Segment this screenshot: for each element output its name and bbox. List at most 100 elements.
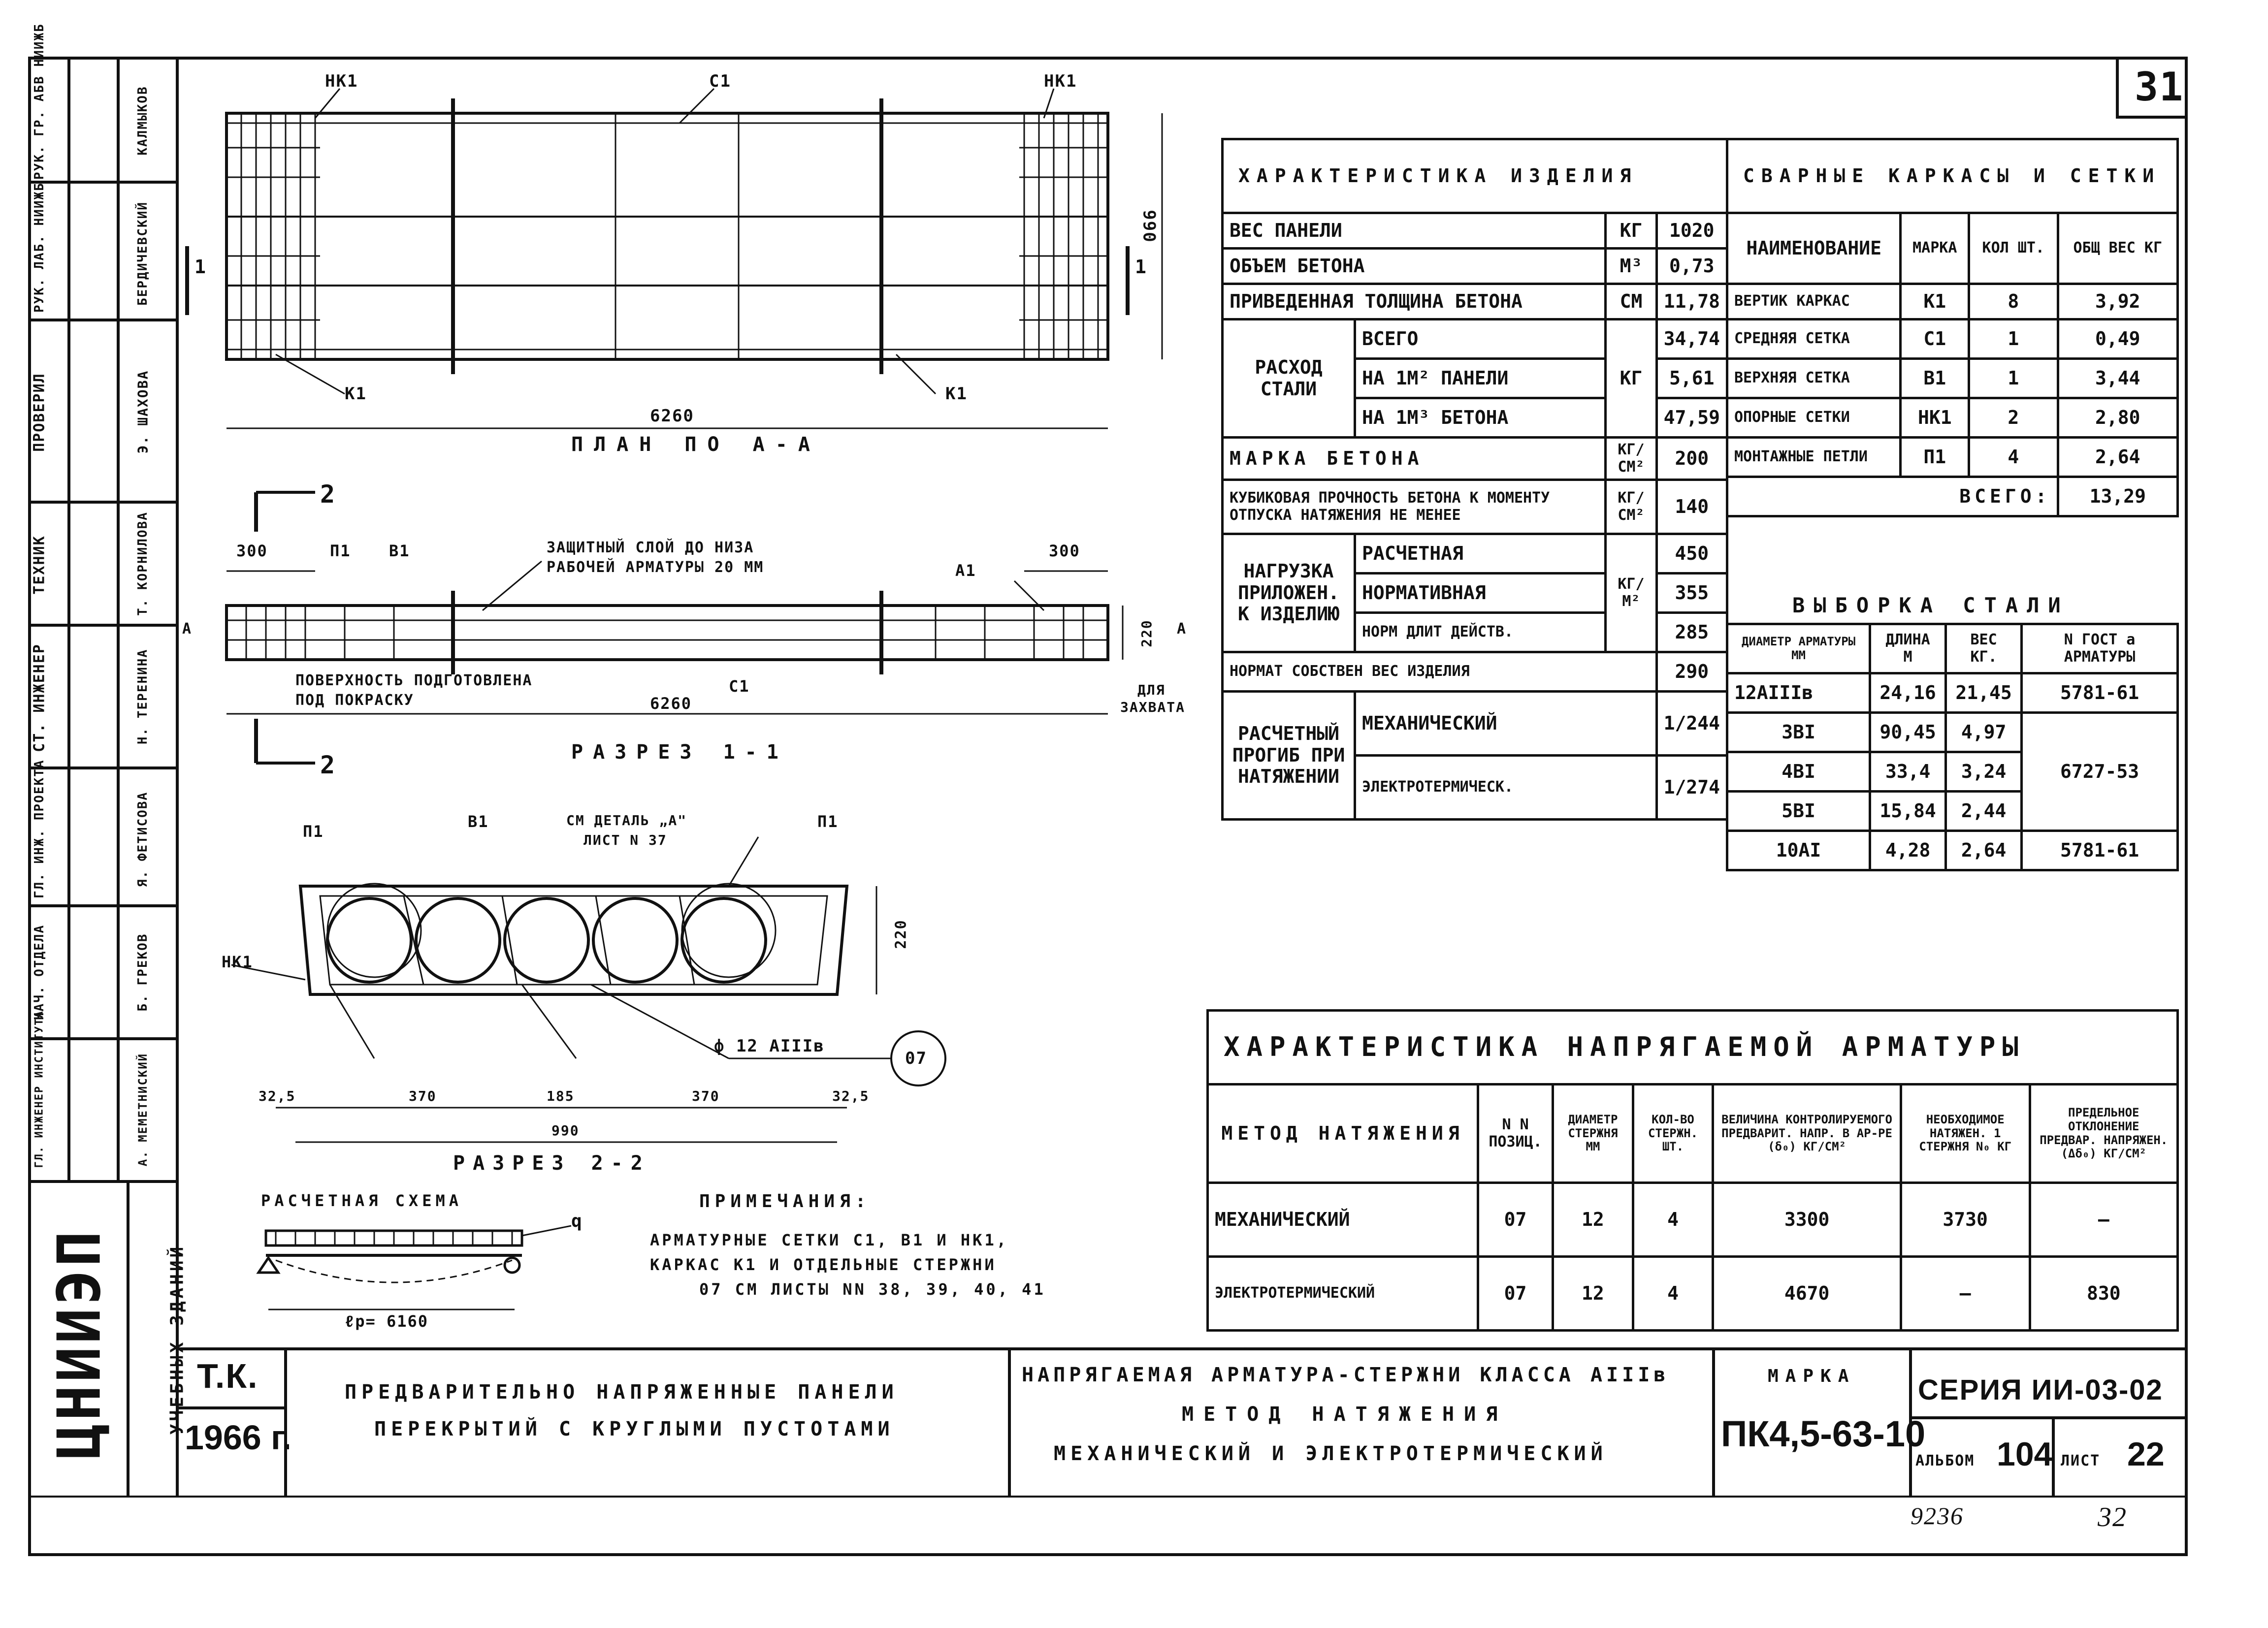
- tension-cell: —: [1899, 1255, 2031, 1332]
- s2-dim-2: 370: [409, 1088, 437, 1104]
- cube-unit: КГ/СМ²: [1604, 479, 1658, 535]
- steel-cell: 4,28: [1869, 830, 1947, 871]
- steel-header: ДЛИНА М: [1869, 623, 1947, 674]
- notes-line: 07 СМ ЛИСТЫ NN 38, 39, 40, 41: [699, 1280, 1046, 1299]
- org-name: ЦНИИЭП: [45, 1228, 114, 1460]
- s1-length: 6260: [650, 694, 692, 713]
- load-sub-label: НОРМ ДЛИТ ДЕЙСТВ.: [1353, 611, 1607, 653]
- cube-value: 140: [1655, 479, 1729, 535]
- role-label: РУК. ЛАБ. НИИЖБ: [32, 182, 47, 313]
- steel-cell: 5781-61: [2020, 830, 2179, 871]
- deflection-sub-label: ЭЛЕКТРОТЕРМИЧЕСК.: [1354, 754, 1658, 821]
- frames-cell: 0,49: [2056, 318, 2179, 360]
- s2-dim-4: 370: [692, 1088, 720, 1104]
- s1-a-mark-left: А: [182, 620, 193, 638]
- frames-cell: ВЕРТИК КАРКАС: [1725, 283, 1902, 320]
- sheet-number: 31: [2135, 64, 2184, 110]
- thickness-unit: СМ: [1604, 283, 1658, 320]
- product-table-title: ХАРАКТЕРИСТИКА ИЗДЕЛИЯ: [1221, 138, 1728, 214]
- tension-table-title: ХАРАКТЕРИСТИКА НАПРЯГАЕМОЙ АРМАТУРЫ: [1206, 1009, 2179, 1085]
- plan-label-k1-left: К1: [345, 384, 367, 404]
- frames-total-label: ВСЕГО:: [1726, 476, 2059, 517]
- frames-cell: В1: [1899, 357, 1971, 399]
- series-label: СЕРИЯ ИИ-03-02: [1918, 1374, 2163, 1406]
- s2-label-nk1: НК1: [222, 953, 253, 971]
- tension-header: НЕОБХОДИМОЕ НАТЯЖЕН. 1 СТЕРЖНЯ N₀ КГ: [1899, 1083, 2031, 1184]
- tension-cell: 830: [2028, 1255, 2179, 1332]
- thickness-value: 11,78: [1655, 283, 1729, 320]
- steel-cell: 6727-53: [2020, 711, 2179, 832]
- deflection-sub-value: 1/274: [1655, 754, 1729, 821]
- org-subtitle: УЧЕБНЫХ ЗДАНИЙ: [167, 1244, 188, 1435]
- role-label: ПРОВЕРИЛ: [31, 373, 48, 452]
- calc-scheme-span: ℓр= 6160: [345, 1312, 429, 1331]
- steel-sub-label: ВСЕГО: [1353, 318, 1607, 360]
- cut-mark-2-bottom: 2: [320, 751, 336, 779]
- volume-unit: М³: [1604, 247, 1658, 285]
- frames-cell: 8: [1968, 283, 2059, 320]
- page-stamp: 9236: [1911, 1502, 1964, 1530]
- frames-cell: 4: [1968, 436, 2059, 478]
- person-name: КАЛМЫКОВ: [135, 86, 150, 156]
- grade-value: 200: [1655, 436, 1729, 481]
- s2-dim-3: 185: [547, 1088, 575, 1104]
- frames-cell: 1: [1968, 357, 2059, 399]
- steel-cell: 5ВI: [1725, 790, 1872, 832]
- grade-unit: КГ/СМ²: [1604, 436, 1658, 481]
- year-label: 1966 г.: [185, 1418, 292, 1457]
- steel-header: N ГОСТ а АРМАТУРЫ: [2020, 623, 2179, 674]
- load-sub-value: 285: [1655, 611, 1729, 653]
- steel-sub-value: 34,74: [1655, 318, 1729, 360]
- tension-cell: 4: [1631, 1181, 1715, 1258]
- deflection-sub-value: 1/244: [1655, 690, 1729, 757]
- role-label: ГЛ. ИНЖ. ПРОЕКТА: [32, 759, 47, 898]
- steel-cell: 33,4: [1869, 751, 1947, 793]
- s2-dim-5: 32,5: [832, 1088, 870, 1104]
- tension-cell: 4: [1631, 1255, 1715, 1332]
- tension-header: МЕТОД НАТЯЖЕНИЯ: [1206, 1083, 1479, 1184]
- s2-detail-ref: СМ ДЕТАЛЬ „А": [566, 812, 687, 829]
- steel-unit: КГ: [1604, 318, 1658, 439]
- grade-label: МАРКА БЕТОНА: [1221, 436, 1607, 481]
- s2-label-p1-left: П1: [303, 822, 324, 841]
- plan-cut-right: 1: [1135, 256, 1147, 278]
- s1-height: 220: [1138, 619, 1155, 647]
- mark-label: МАРКА: [1768, 1366, 1856, 1386]
- tension-table: ХАРАКТЕРИСТИКА НАПРЯГАЕМОЙ АРМАТУРЫ МЕТО…: [1206, 1009, 2179, 1332]
- calc-scheme-view: [256, 1225, 572, 1310]
- load-sub-value: 450: [1655, 533, 1729, 575]
- tension-cell: ЭЛЕКТРОТЕРМИЧЕСКИЙ: [1206, 1255, 1479, 1332]
- s1-grip-note: ДЛЯ: [1137, 682, 1166, 698]
- sheet-desc-3: МЕХАНИЧЕСКИЙ И ЭЛЕКТРОТЕРМИЧЕСКИЙ: [1054, 1442, 1608, 1465]
- plan-width: 990: [1139, 210, 1159, 243]
- s1-note-top-2: РАБОЧЕЙ АРМАТУРЫ 20 ММ: [547, 559, 764, 576]
- steel-cell: 2,44: [1944, 790, 2023, 832]
- frames-total: 13,29: [2056, 476, 2179, 517]
- s2-label-b1: В1: [468, 812, 489, 831]
- plan-cut-left: 1: [194, 256, 207, 278]
- s2-detail-ref-2: ЛИСТ N 37: [583, 832, 667, 848]
- calc-scheme-load: q: [571, 1211, 583, 1231]
- s2-bar-pos: 07: [905, 1049, 927, 1068]
- tension-cell: —: [2028, 1181, 2179, 1258]
- s1-label-a1: А1: [955, 561, 976, 580]
- thickness-label: ПРИВЕДЕННАЯ ТОЛЩИНА БЕТОНА: [1221, 283, 1607, 320]
- steel-sub-value: 5,61: [1655, 357, 1729, 399]
- steel-cell: 3,24: [1944, 751, 2023, 793]
- mark-value: ПК4,5-63-10: [1721, 1413, 1926, 1454]
- frames-header: НАИМЕНОВАНИЕ: [1725, 212, 1902, 285]
- page-stamp-2: 32: [2098, 1502, 2127, 1532]
- plan-title: ПЛАН ПО А-А: [571, 433, 821, 456]
- section-2-title: РАЗРЕЗ 2-2: [453, 1152, 650, 1175]
- steel-sub-value: 47,59: [1655, 397, 1729, 439]
- s1-dim-left: 300: [236, 542, 268, 560]
- frames-header: КОЛ ШТ.: [1968, 212, 2059, 285]
- tk-label: Т.К.: [197, 1357, 259, 1395]
- tension-cell: 12: [1552, 1181, 1634, 1258]
- steel-cell: 3ВI: [1725, 711, 1872, 753]
- sheet-frame: [28, 57, 2188, 1556]
- frames-cell: 2: [1968, 397, 2059, 439]
- section-2-view: [231, 836, 946, 1143]
